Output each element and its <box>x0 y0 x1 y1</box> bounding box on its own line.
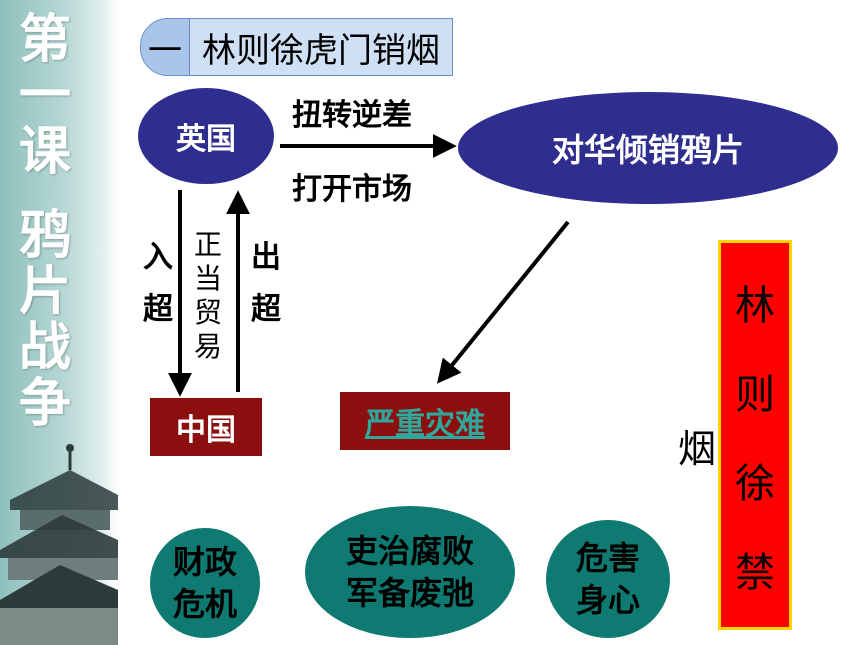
node-opium-label: 对华倾销鸦片 <box>551 131 744 169</box>
node-britain: 英国 <box>138 88 274 184</box>
lesson-title-char: 战 <box>18 318 71 378</box>
lesson-title-char: 第 <box>18 10 71 70</box>
node-china: 中国 <box>150 398 262 456</box>
sidebar-decoration: 第 一 课 鸦 片 战 争 <box>0 0 118 645</box>
node-opium-dumping: 对华倾销鸦片 <box>458 92 838 204</box>
section-header: 一 林则徐虎门销烟 <box>140 18 453 76</box>
arrow-opium-to-disaster <box>436 220 570 384</box>
section-title: 林则徐虎门销烟 <box>190 18 453 76</box>
ban-char: 禁 <box>735 549 775 596</box>
ban-char: 林 <box>735 282 775 329</box>
node-china-label: 中国 <box>176 413 236 448</box>
section-number: 一 <box>140 18 190 76</box>
lesson-title-vertical: 第 一 课 鸦 片 战 争 <box>10 12 80 432</box>
disaster-link[interactable]: 严重灾难 <box>365 407 485 442</box>
label-import-surplus: 入 超 <box>143 240 173 327</box>
node-britain-label: 英国 <box>176 122 236 157</box>
ban-char: 徐 <box>735 460 775 507</box>
lesson-title-char: 片 <box>18 262 71 322</box>
label-open-market: 打开市场 <box>292 172 412 207</box>
consequence-fiscal-crisis: 财政 危机 <box>150 528 260 638</box>
label-reverse-deficit: 扭转逆差 <box>292 98 412 133</box>
temple-of-heaven-icon <box>0 444 118 645</box>
consequence-corruption: 吏治腐败 军备废弛 <box>305 506 515 638</box>
ban-box: 林 则 徐 禁 <box>718 240 792 630</box>
lesson-title-char: 鸦 <box>18 206 71 266</box>
lesson-title-char: 争 <box>18 374 71 434</box>
label-export-surplus: 出 超 <box>251 240 281 327</box>
node-disaster[interactable]: 严重灾难 <box>340 392 510 450</box>
lesson-title-char: 一 <box>18 66 71 126</box>
label-legit-trade: 正 当 贸 易 <box>193 228 222 363</box>
lesson-title-char: 课 <box>18 122 71 182</box>
ban-side-char: 烟 <box>678 427 717 471</box>
ban-char: 则 <box>735 371 775 418</box>
consequence-health: 危害 身心 <box>546 520 670 638</box>
